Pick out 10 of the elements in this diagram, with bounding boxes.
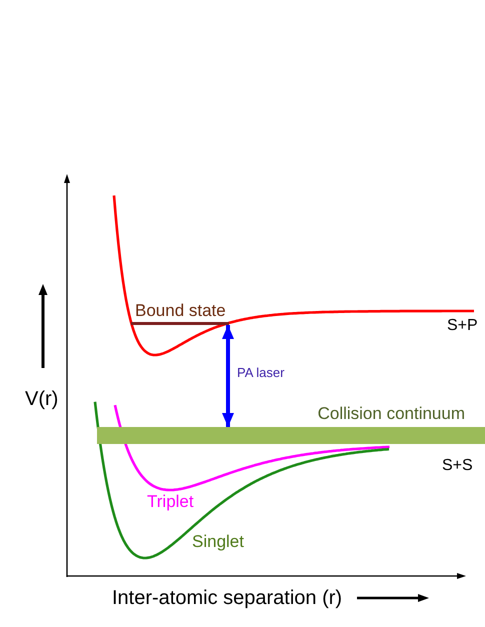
curve-label: Triplet — [147, 492, 194, 512]
axis-label: V(r) — [25, 388, 58, 410]
edge-label: PA laser — [237, 366, 284, 380]
curve-label: Singlet — [192, 532, 244, 552]
asymptote-label: S+P — [447, 316, 478, 336]
asymptote-label: S+S — [442, 456, 473, 476]
band-label: Collision continuum — [318, 404, 465, 424]
double-arrow — [222, 325, 234, 427]
axis-label: Inter-atomic separation (r) — [112, 586, 342, 610]
level-label: Bound state — [135, 301, 226, 321]
